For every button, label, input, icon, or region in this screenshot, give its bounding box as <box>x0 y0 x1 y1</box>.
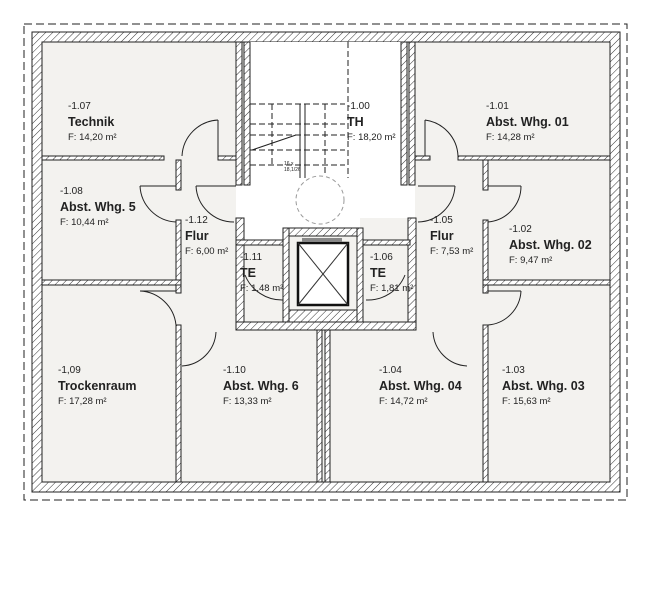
room-number: -1.08 <box>60 186 83 197</box>
room-area: F: 6,00 m² <box>185 245 229 257</box>
room-name: Abst. Whg. 5 <box>60 200 136 214</box>
room-name: Technik <box>68 115 115 129</box>
interior-walls <box>41 41 611 483</box>
room-area: F: 14,28 m² <box>486 131 535 143</box>
room-area: F: 9,47 m² <box>509 254 553 266</box>
turning-circle <box>295 175 345 225</box>
room-area: F: 14,20 m² <box>68 131 117 143</box>
room-area: F: 17,28 m² <box>58 395 107 407</box>
room-name: Abst. Whg. 01 <box>486 115 569 129</box>
doors <box>139 119 522 367</box>
elevator-icon <box>296 238 350 307</box>
room-area: F: 14,72 m² <box>379 395 428 407</box>
stair-lines <box>251 104 306 178</box>
room-name: Trockenraum <box>58 379 137 393</box>
room-number: -1.01 <box>486 101 509 112</box>
room-number: -1.05 <box>430 215 453 226</box>
room-number: -1.02 <box>509 224 532 235</box>
room-area: F: 1,48 m² <box>240 282 284 294</box>
room-name: Flur <box>430 229 454 243</box>
room-area: F: 7,53 m² <box>430 245 474 257</box>
room-number: -1.12 <box>185 215 208 226</box>
room-area: F: 15,63 m² <box>502 395 551 407</box>
room-number: -1,09 <box>58 365 81 376</box>
room-name: Abst. Whg. 02 <box>509 238 592 252</box>
staircase <box>250 42 349 178</box>
room-name: TH <box>347 115 364 129</box>
room-number: -1.06 <box>370 252 393 263</box>
room-name: Abst. Whg. 03 <box>502 379 585 393</box>
stair-note: 16 x <box>284 161 294 167</box>
room-area: F: 1,81 m² <box>370 282 414 294</box>
room-number: -1.00 <box>347 101 370 112</box>
room-number: -1.04 <box>379 365 402 376</box>
stair-note: 18,1/26 <box>284 167 301 173</box>
room-name: TE <box>370 266 386 280</box>
room-number: -1.10 <box>223 365 246 376</box>
room-name: Abst. Whg. 04 <box>379 379 462 393</box>
room-number: -1.03 <box>502 365 525 376</box>
room-name: TE <box>240 266 256 280</box>
room-number: -1.11 <box>240 252 263 263</box>
room-name: Flur <box>185 229 209 243</box>
room-area: F: 18,20 m² <box>347 131 396 143</box>
room-area: F: 13,33 m² <box>223 395 272 407</box>
room-name: Abst. Whg. 6 <box>223 379 299 393</box>
room-area: F: 10,44 m² <box>60 216 109 228</box>
plot-boundary <box>23 23 628 501</box>
room-number: -1.07 <box>68 101 91 112</box>
